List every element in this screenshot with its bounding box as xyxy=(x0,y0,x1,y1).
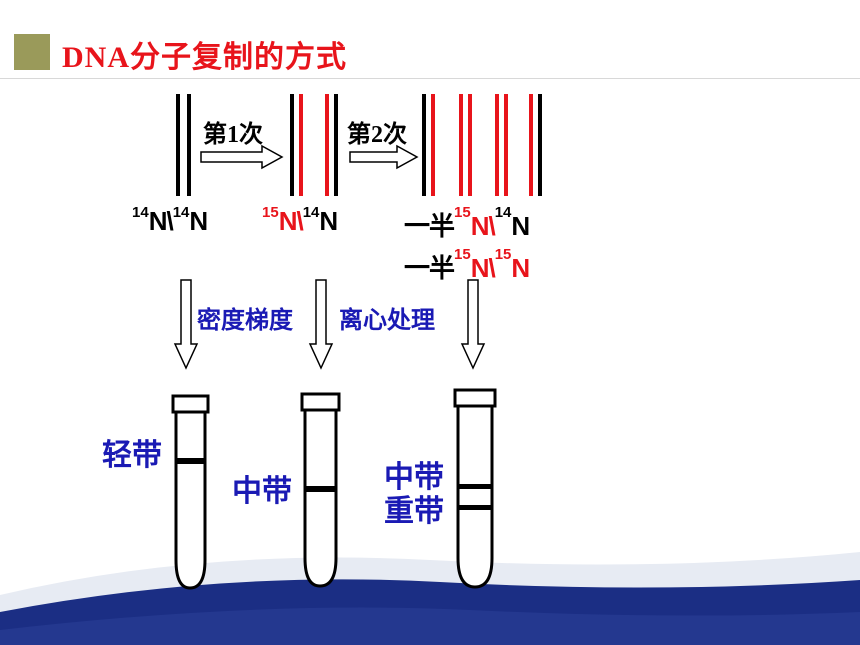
light-band xyxy=(176,458,205,464)
middle-band xyxy=(458,484,492,489)
heavy-band xyxy=(458,505,492,510)
process-label-centrifuge: 离心处理 xyxy=(339,306,435,334)
step-label-second: 第2次 xyxy=(347,122,407,148)
middle-band xyxy=(305,486,336,492)
footer-wave xyxy=(0,552,860,645)
replication-arrow-2 xyxy=(349,144,419,170)
replication-arrow-1 xyxy=(200,144,284,170)
label-gen1: 15N\14N xyxy=(262,204,338,236)
test-tube-2 xyxy=(300,392,341,588)
test-tube-1 xyxy=(171,394,210,590)
down-arrow-3 xyxy=(460,279,486,370)
down-arrow-1 xyxy=(173,279,199,370)
label-gen0: 14N\14N xyxy=(132,204,208,236)
band-label-middle-2: 中带 xyxy=(384,460,444,495)
down-arrow-2 xyxy=(308,279,334,370)
band-label-heavy: 重带 xyxy=(384,494,444,529)
dna-generation-2 xyxy=(422,94,542,196)
test-tube-3 xyxy=(453,388,497,589)
band-label-middle: 中带 xyxy=(232,474,292,509)
title-divider xyxy=(0,78,860,79)
page-title: DNA分子复制的方式 xyxy=(62,41,347,74)
process-label-density-gradient: 密度梯度 xyxy=(197,306,293,334)
label-gen2-half-hybrid: 一半15N\14N xyxy=(404,204,530,241)
dna-generation-1 xyxy=(290,94,338,196)
label-gen2-half-heavy: 一半15N\15N xyxy=(404,246,530,283)
title-accent-square xyxy=(14,34,50,70)
dna-parent xyxy=(176,94,191,196)
band-label-light: 轻带 xyxy=(102,438,162,473)
step-label-first: 第1次 xyxy=(203,122,263,148)
